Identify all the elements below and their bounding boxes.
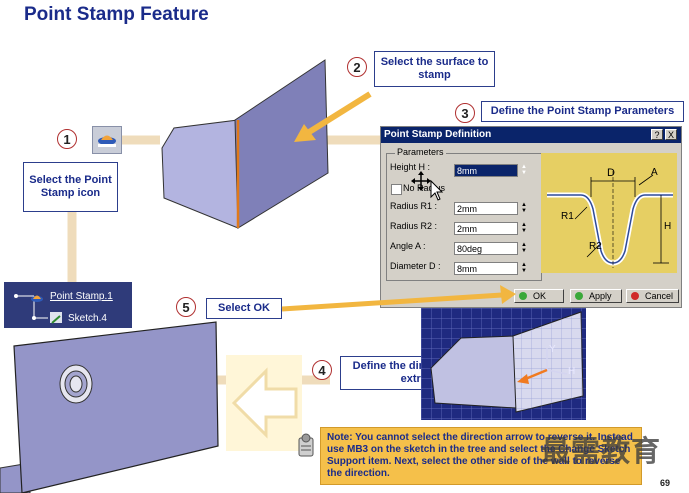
stamp-tree-icon	[30, 290, 44, 302]
watermark-text: 最需教育	[541, 434, 662, 468]
stamped-part-model[interactable]	[0, 318, 230, 493]
apply-icon	[575, 292, 583, 300]
cancel-label: Cancel	[645, 291, 674, 301]
ok-icon	[519, 292, 527, 300]
diagram-label-r1: R1	[561, 211, 574, 222]
no-radius-checkbox[interactable]	[391, 184, 402, 195]
note-icon	[295, 432, 317, 458]
point-stamp-dialog: Point Stamp Definition ? X Parameters He…	[380, 126, 682, 308]
step-number-2: 2	[347, 57, 367, 77]
diagram-label-h: H	[664, 221, 672, 232]
ok-label: OK	[533, 291, 547, 301]
ok-arrow	[281, 285, 516, 312]
dialog-title: Point Stamp Definition	[381, 127, 681, 143]
cursor-icon	[411, 171, 444, 201]
axis-label-h: H	[568, 366, 576, 377]
page-number: 69	[660, 478, 671, 488]
apply-button[interactable]: Apply	[570, 289, 622, 303]
height-spinner[interactable]: ▲▼	[517, 164, 530, 177]
angle-label: Angle A :	[390, 241, 426, 251]
radius-r2-spinner[interactable]: ▲▼	[517, 222, 530, 235]
radius-r1-label: Radius R1 :	[390, 201, 438, 211]
radius-r1-input[interactable]: 2mm ▲▼	[454, 202, 530, 215]
tree-item-sketch[interactable]: Sketch.4	[68, 313, 107, 324]
step-number-3: 3	[455, 103, 475, 123]
cancel-button[interactable]: Cancel	[626, 289, 679, 303]
sketch-icon	[50, 312, 62, 324]
angle-value: 80deg	[457, 244, 483, 254]
surface-model[interactable]	[150, 55, 340, 235]
point-stamp-icon[interactable]	[92, 126, 122, 154]
stamp-parameter-diagram: D A R1 R2 H	[541, 153, 677, 273]
ok-button[interactable]: OK	[514, 289, 564, 303]
step-2-callout: Select the surface to stamp	[374, 51, 495, 87]
axis-label-y: Y	[549, 344, 556, 355]
3d-viewport[interactable]: Y H	[421, 308, 586, 420]
surface-arrow	[294, 91, 372, 142]
specification-tree: Point Stamp.1 Sketch.4	[4, 282, 132, 328]
diagram-label-d: D	[607, 167, 615, 179]
diameter-input[interactable]: 8mm ▲▼	[454, 262, 530, 275]
step-number-1: 1	[57, 129, 77, 149]
apply-label: Apply	[589, 291, 612, 301]
diagram-label-a: A	[651, 167, 658, 178]
step-5-callout: Select OK	[206, 298, 282, 319]
parameters-group: Parameters Height H : 8mm ▲▼ No Radius Ra…	[386, 147, 542, 281]
diameter-value: 8mm	[457, 264, 477, 274]
no-radius-label: No Radius	[403, 183, 446, 193]
step-number-5: 5	[176, 297, 196, 317]
step-1-callout: Select the Point Stamp icon	[23, 162, 118, 212]
radius-r1-value: 2mm	[457, 204, 477, 214]
angle-input[interactable]: 80deg ▲▼	[454, 242, 530, 255]
note-box: Note: You cannot select the direction ar…	[320, 427, 642, 485]
height-value: 8mm	[457, 166, 477, 176]
diagram-label-r2: R2	[589, 241, 602, 252]
direction-arrow-panel	[226, 355, 302, 451]
height-label: Height H :	[390, 162, 431, 172]
diameter-label: Diameter D :	[390, 261, 441, 271]
help-button[interactable]: ?	[651, 129, 663, 140]
radius-r2-label: Radius R2 :	[390, 221, 438, 231]
radius-r1-spinner[interactable]: ▲▼	[517, 202, 530, 215]
page-title: Point Stamp Feature	[24, 4, 209, 25]
step-number-4: 4	[312, 360, 332, 380]
radius-r2-input[interactable]: 2mm ▲▼	[454, 222, 530, 235]
radius-r2-value: 2mm	[457, 224, 477, 234]
diameter-spinner[interactable]: ▲▼	[517, 262, 530, 275]
parameters-legend: Parameters	[395, 147, 446, 157]
step-3-callout: Define the Point Stamp Parameters	[481, 101, 684, 122]
tree-item-point-stamp[interactable]: Point Stamp.1	[50, 291, 113, 302]
close-button[interactable]: X	[665, 129, 677, 140]
angle-spinner[interactable]: ▲▼	[517, 242, 530, 255]
height-input[interactable]: 8mm ▲▼	[454, 164, 530, 177]
cancel-icon	[631, 292, 639, 300]
